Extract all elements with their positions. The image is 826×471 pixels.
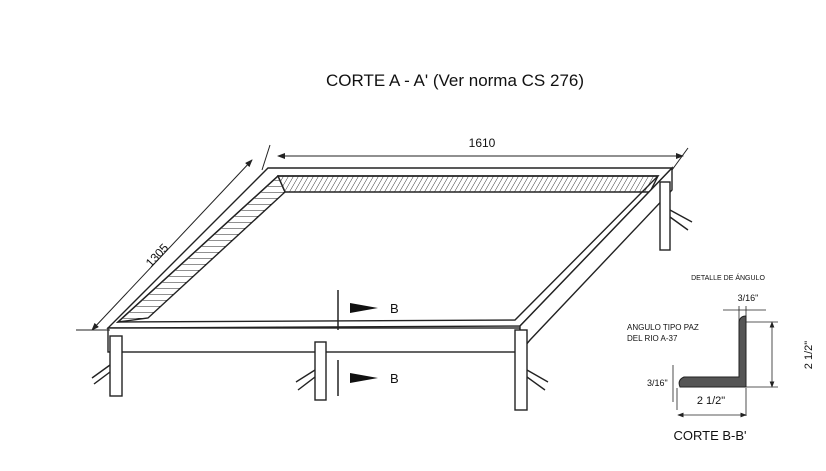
detail-angle-type-line1: ANGULO TIPO PAZ [627,323,699,332]
section-mark-lower-label: B [390,371,399,386]
detail-caption: CORTE B-B' [673,428,746,443]
angle-profile [678,315,747,388]
section-mark-upper [337,290,378,330]
leg-front-left [109,335,123,397]
leg-front-right [514,329,528,411]
leg-front-middle [314,341,327,401]
section-mark-lower [337,360,378,396]
dimension-length-label: 1610 [469,136,496,150]
section-mark-upper-label: B [390,301,399,316]
leg-back-right [659,181,671,251]
detail-dimensions [672,306,778,418]
dimension-length [261,144,689,171]
detail-thickness-side: 3/16" [647,378,668,388]
drawing-title: CORTE A - A' (Ver norma CS 276) [326,71,584,90]
back-hatch [276,175,660,193]
detail-leg-width: 2 1/2" [697,395,725,407]
dimension-width-label: 1305 [143,241,172,270]
detail-angle-type-line2: DEL RIO A-37 [627,334,678,343]
dimension-width [76,159,253,331]
detail-leg-height: 2 1/2" [803,341,815,369]
detail-heading: DETALLE DE ÁNGULO [691,273,765,282]
detail-thickness-top: 3/16" [738,293,759,303]
front-beam [107,327,521,353]
